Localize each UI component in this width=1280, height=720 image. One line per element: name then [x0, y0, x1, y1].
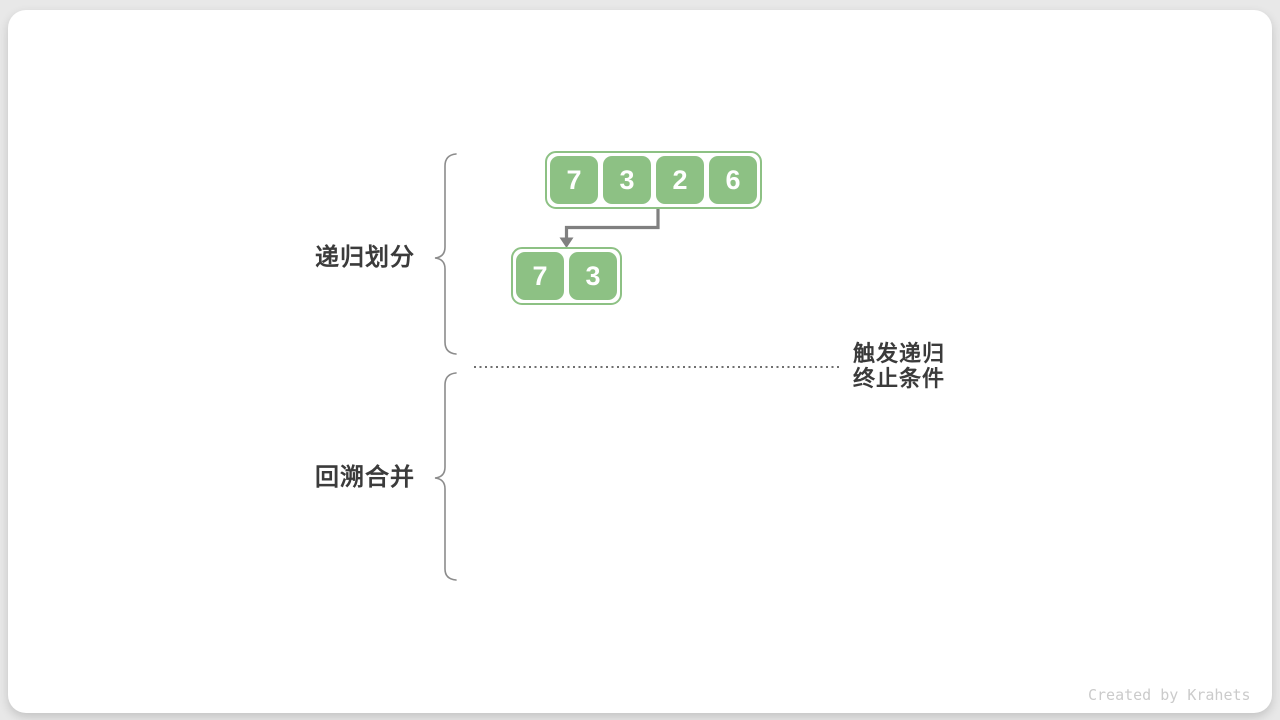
array-cell: 3 — [603, 156, 651, 204]
diagram-lines — [434, 153, 839, 581]
termination-annotation-line1: 触发递归 — [853, 341, 946, 366]
diagram-card: 递归划分 回溯合并 7 3 2 6 7 3 触发递归 终止条件 Created … — [8, 10, 1272, 713]
array-cell: 2 — [656, 156, 704, 204]
brace-recursive-divide-icon — [434, 153, 457, 355]
array-cell: 6 — [709, 156, 757, 204]
array-cell: 7 — [516, 252, 564, 300]
termination-annotation: 触发递归 终止条件 — [853, 341, 945, 391]
termination-annotation-line2: 终止条件 — [853, 366, 946, 391]
watermark: Created by Krahets — [1088, 686, 1251, 704]
label-backtrack-merge: 回溯合并 — [315, 464, 415, 491]
array-cell: 7 — [550, 156, 598, 204]
divide-arrow — [564, 209, 660, 239]
array-cell: 3 — [569, 252, 617, 300]
label-recursive-divide: 递归划分 — [315, 244, 415, 271]
array-level-1: 7 3 2 6 — [545, 151, 762, 209]
brace-backtrack-merge-icon — [434, 372, 457, 581]
array-level-2: 7 3 — [511, 247, 622, 305]
